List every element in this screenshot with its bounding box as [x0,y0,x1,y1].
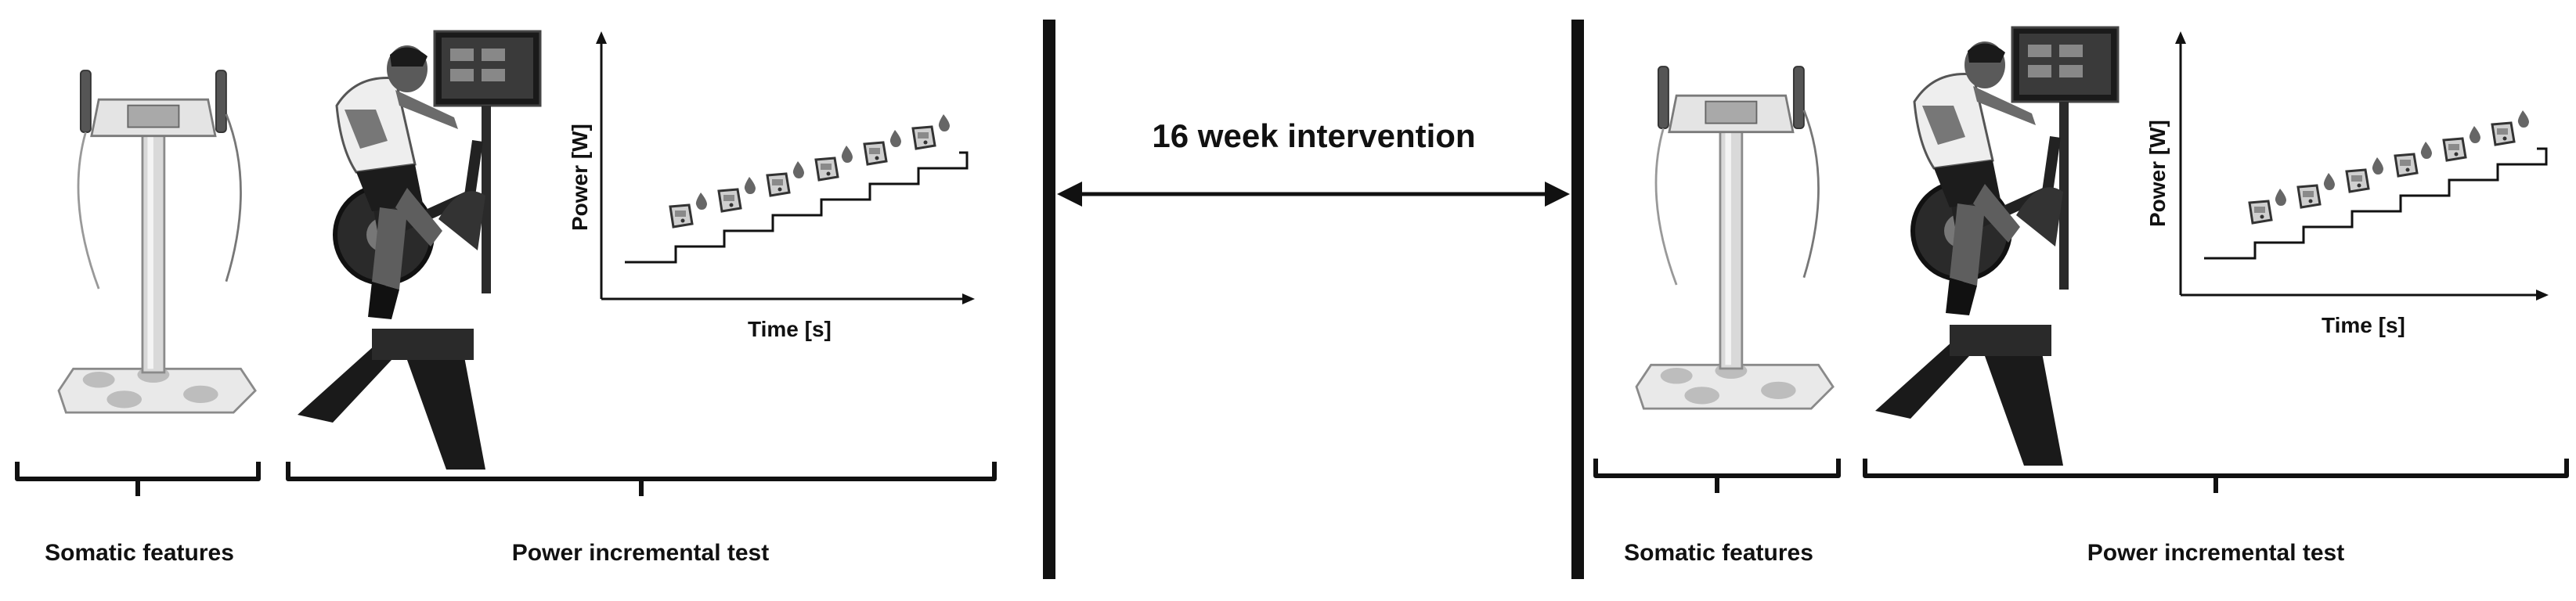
test-bracket [286,462,997,496]
arrow-head-right-icon [1545,182,1570,207]
blood-drop-icon [792,161,804,178]
blood-drop-icon [889,130,901,147]
x-axis-arrow-icon [962,293,975,304]
pre-intervention-panel [15,31,997,496]
y-axis-arrow-icon [2175,31,2186,44]
test-bracket [1863,459,2569,493]
lactate-analyzer-icon [669,203,694,229]
power-test-label: Power incremental test [511,540,770,566]
blood-drop-icon [2275,189,2286,206]
blood-drop-icon [2517,110,2529,128]
y-axis-arrow-icon [596,31,607,44]
somatic-bracket [15,462,261,496]
cyclist-on-ergometer-icon [298,31,540,470]
lactate-analyzer-icon [2491,121,2516,146]
chart-ylabel: Power [W] [568,124,592,231]
chart-ylabel: Power [W] [2145,120,2170,227]
body-composition-analyzer-icon [1635,65,1835,410]
blood-drop-icon [2372,157,2383,175]
x-axis-arrow-icon [2536,290,2549,300]
arrow-head-left-icon [1057,182,1082,207]
lactate-analyzer-icon [2442,137,2467,162]
somatic-bracket [1593,459,1841,493]
lactate-analyzer-icon [2248,200,2273,225]
blood-drop-icon [2420,142,2432,159]
incremental-power-step-line [625,151,969,264]
blood-drop-icon [2469,126,2480,143]
body-composition-analyzer-icon [57,69,257,414]
chart-xlabel: Time [s] [2322,313,2405,337]
somatic-features-label: Somatic features [45,540,234,566]
lactate-analyzer-icon [766,172,791,197]
blood-drop-icon [695,193,707,210]
power-test-label: Power incremental test [2087,540,2345,566]
lactate-analyzer-icon [2296,184,2322,209]
cyclist-on-ergometer-icon [1875,27,2118,466]
lactate-analyzer-icon [2345,168,2370,193]
post-intervention-panel [1593,27,2569,493]
lactate-analyzer-icon [2394,153,2419,178]
lactate-analyzer-icon [814,157,839,182]
chart-xlabel: Time [s] [748,317,832,341]
blood-drop-icon [938,114,950,131]
blood-drop-icon [744,177,756,194]
blood-drop-icon [841,146,853,163]
blood-drop-icon [2323,173,2335,190]
somatic-features-label: Somatic features [1624,540,1813,566]
incremental-power-step-line [2204,147,2548,260]
lactate-analyzer-icon [863,141,888,166]
intervention-label: 16 week intervention [1152,117,1476,154]
lactate-analyzer-icon [717,188,742,213]
lactate-analyzer-icon [911,125,936,150]
